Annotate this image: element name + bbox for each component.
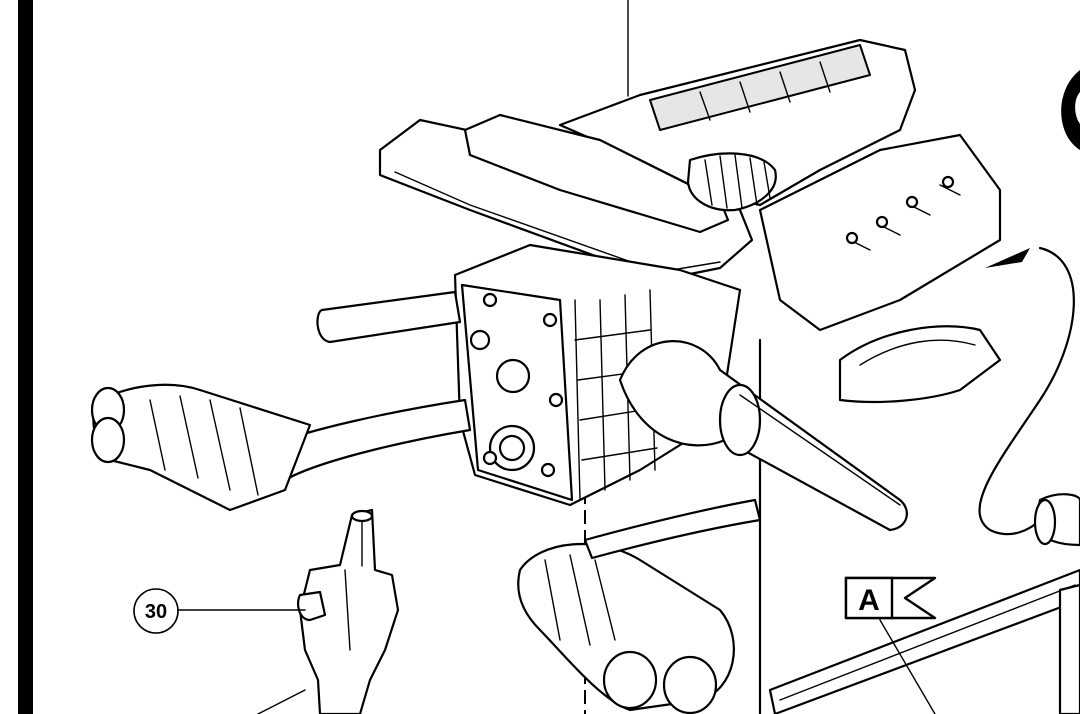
view-flag-a: A	[844, 576, 937, 714]
leader-line-bottom	[257, 689, 306, 714]
view-flag-a-label: A	[858, 584, 880, 617]
lower-coupling	[517, 498, 762, 714]
cable-loop	[978, 246, 1080, 547]
callout-30-circle	[133, 588, 179, 634]
arrow-head-icon	[985, 248, 1030, 268]
lower-rail	[768, 568, 1080, 714]
shaft-rod	[618, 340, 908, 532]
left-hose-assembly	[90, 290, 472, 512]
callout-30: 30	[133, 588, 306, 634]
coil-spring	[686, 152, 777, 212]
bracket-part-30	[296, 508, 400, 714]
callout-30-label: 30	[145, 601, 167, 623]
section-letter-fragment	[1061, 70, 1080, 150]
page-border-left	[18, 0, 33, 714]
